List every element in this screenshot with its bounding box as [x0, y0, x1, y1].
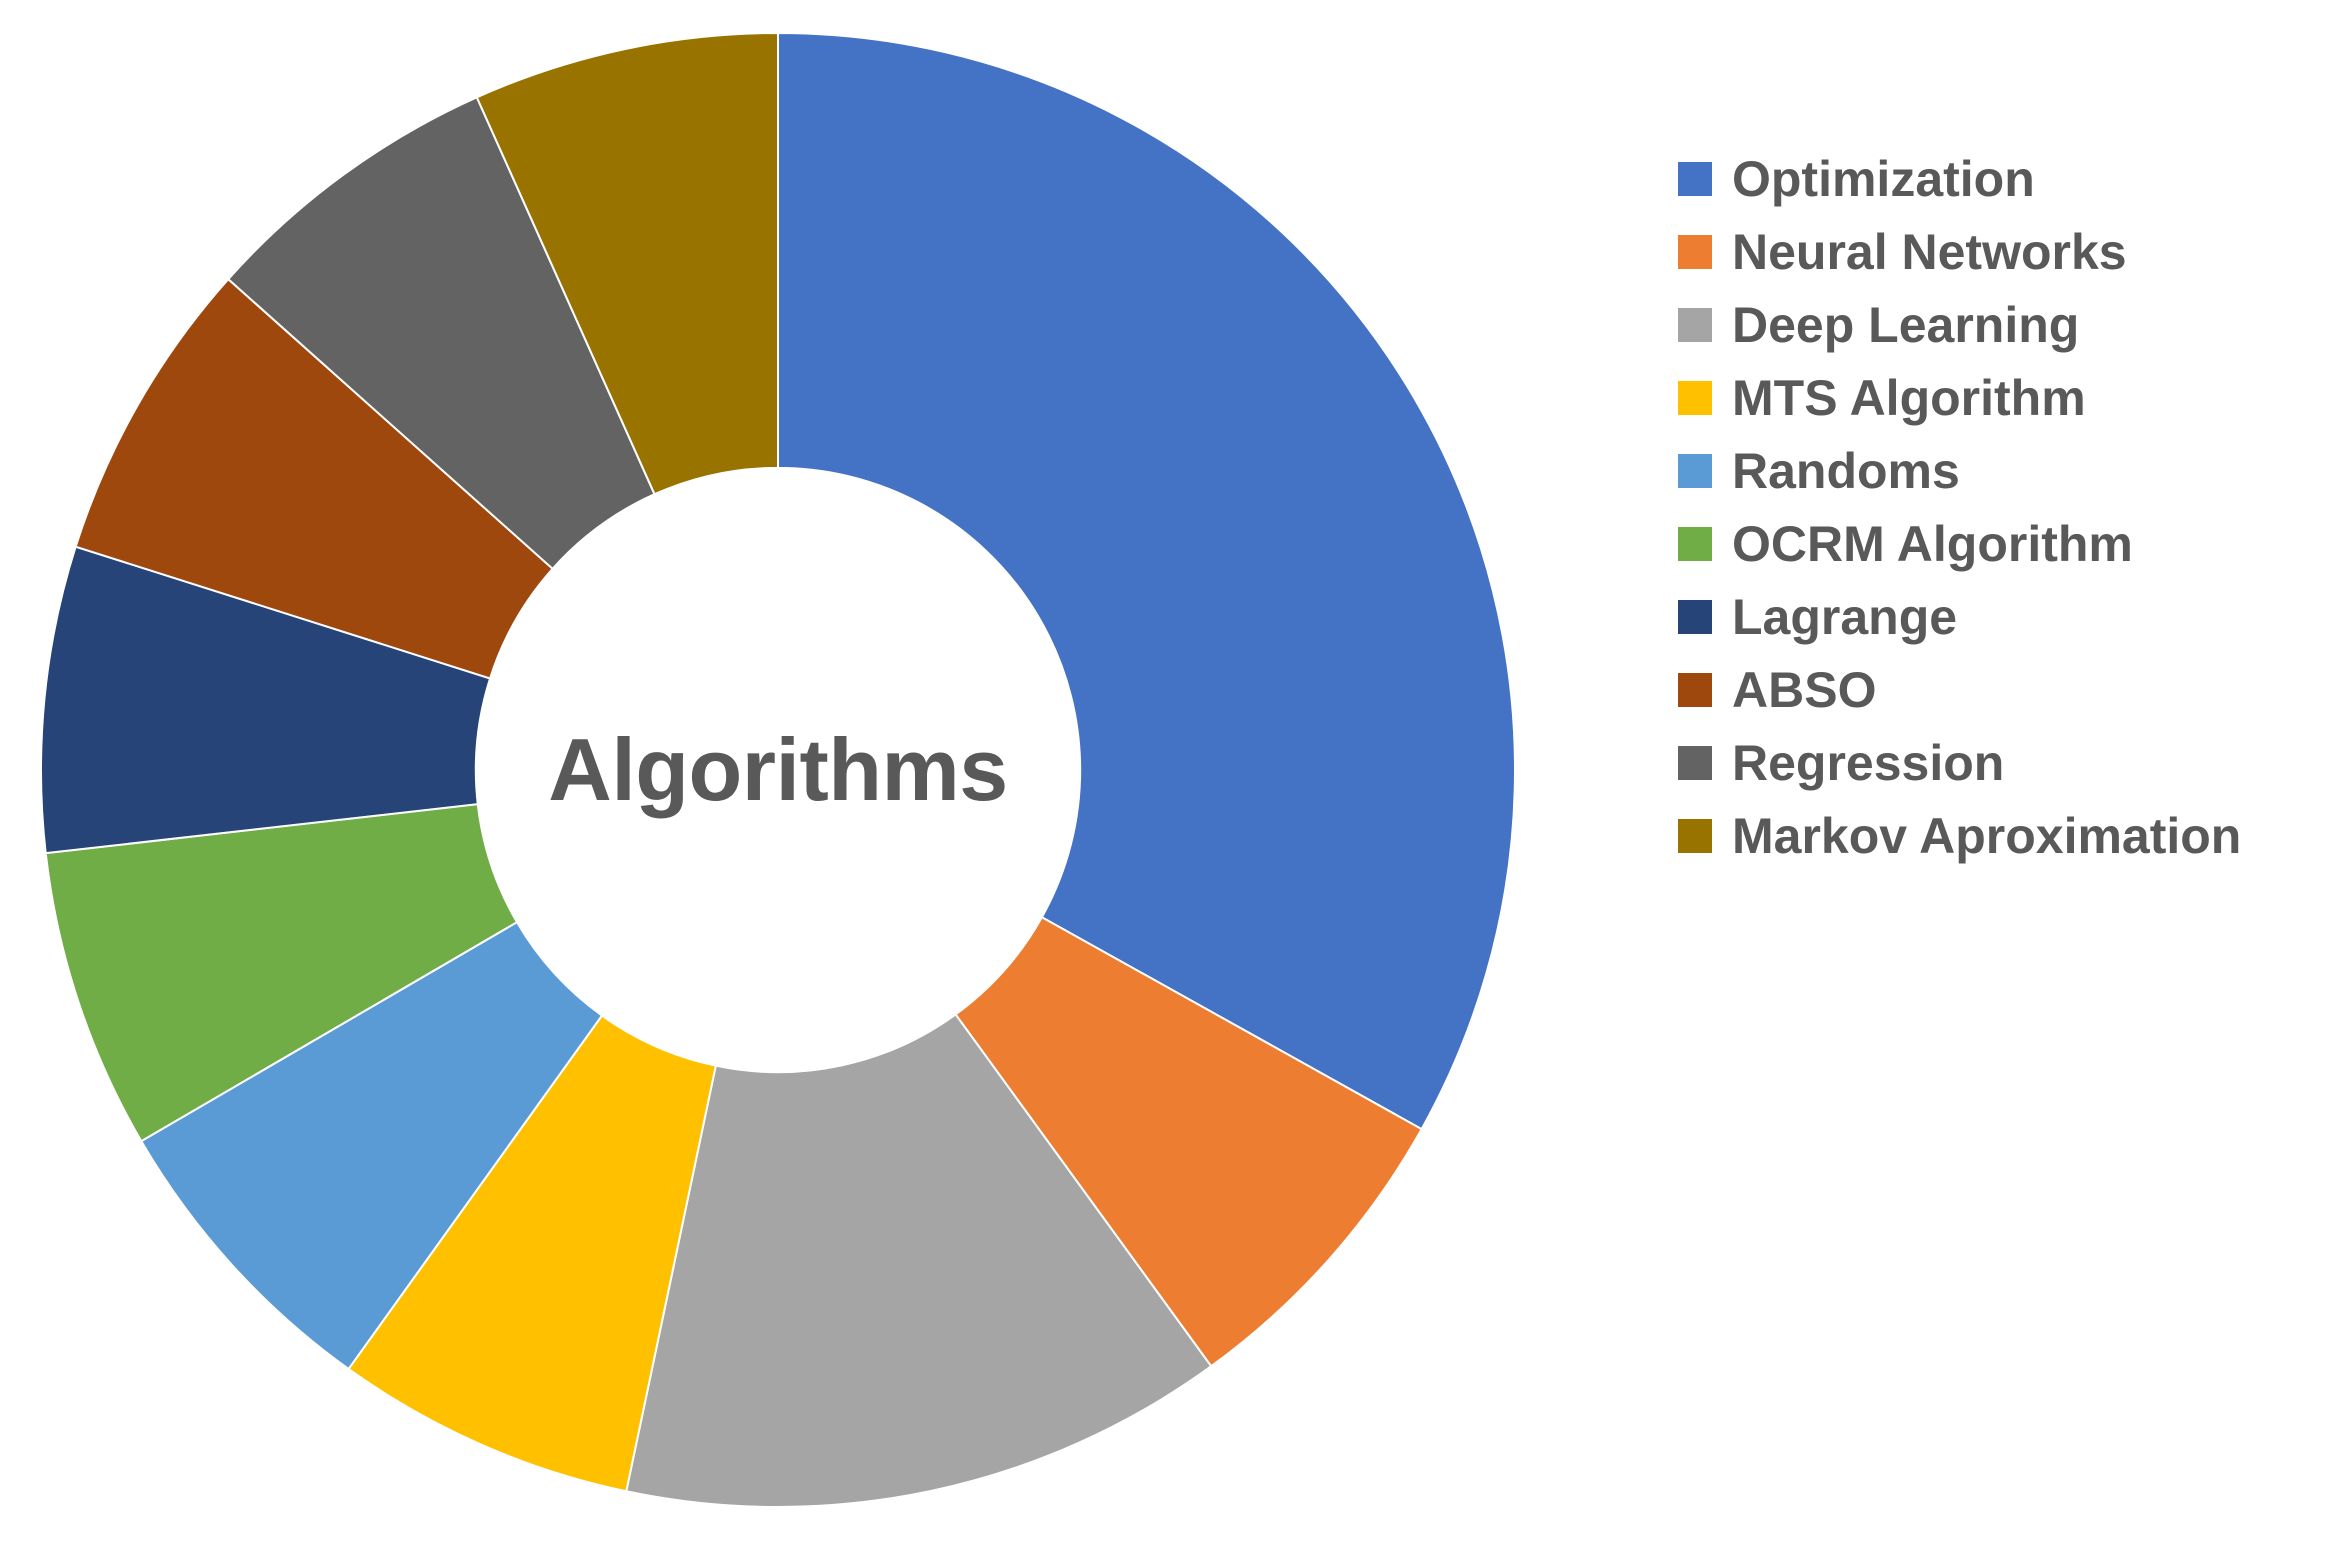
donut-slice-lagrange[interactable] [40, 545, 492, 855]
legend-swatch-icon [1678, 161, 1712, 196]
donut-slice-neural-networks[interactable] [954, 915, 1423, 1368]
legend-swatch-icon [1678, 453, 1712, 488]
legend-item-optimization[interactable]: Optimization [1678, 142, 2338, 215]
legend-item-label: ABSO [1732, 661, 1877, 718]
legend-swatch-icon [1678, 818, 1712, 853]
legend-item-markov-aproximation[interactable]: Markov Aproximation [1678, 799, 2338, 872]
legend-swatch-icon [1678, 672, 1712, 707]
legend-item-label: Optimization [1732, 150, 2035, 207]
legend-item-lagrange[interactable]: Lagrange [1678, 580, 2338, 653]
legend-item-ocrm-algorithm[interactable]: OCRM Algorithm [1678, 507, 2338, 580]
donut-slice-abso[interactable] [74, 277, 555, 680]
legend-swatch-icon [1678, 745, 1712, 780]
legend-swatch-icon [1678, 526, 1712, 561]
legend-item-label: Deep Learning [1732, 296, 2080, 353]
donut-slice-markov-aproximation[interactable] [475, 31, 779, 496]
donut-center-label: Algorithms [548, 720, 1008, 819]
legend-item-label: MTS Algorithm [1732, 369, 2086, 426]
legend-swatch-icon [1678, 599, 1712, 634]
donut-plot-area: Algorithms [40, 31, 1516, 1508]
donut-slice-deep-learning[interactable] [625, 1013, 1213, 1508]
legend-swatch-icon [1678, 234, 1712, 269]
legend-item-label: OCRM Algorithm [1732, 515, 2133, 572]
legend-item-label: Randoms [1732, 442, 1960, 499]
donut-slice-ocrm-algorithm[interactable] [44, 802, 519, 1143]
legend-item-label: Regression [1732, 734, 2005, 791]
donut-slice-optimization[interactable] [777, 31, 1516, 1131]
legend-item-randoms[interactable]: Randoms [1678, 434, 2338, 507]
donut-svg [40, 31, 1516, 1508]
donut-slice-randoms[interactable] [139, 920, 604, 1371]
legend-item-neural-networks[interactable]: Neural Networks [1678, 215, 2338, 288]
legend-item-deep-learning[interactable]: Deep Learning [1678, 288, 2338, 361]
donut-slice-regression[interactable] [226, 96, 656, 571]
legend-item-mts-algorithm[interactable]: MTS Algorithm [1678, 361, 2338, 434]
legend-item-label: Neural Networks [1732, 223, 2127, 280]
legend-item-regression[interactable]: Regression [1678, 726, 2338, 799]
legend-item-label: Lagrange [1732, 588, 1958, 645]
legend-swatch-icon [1678, 307, 1712, 342]
legend-swatch-icon [1678, 380, 1712, 415]
donut-slice-mts-algorithm[interactable] [347, 1014, 717, 1493]
legend-item-abso[interactable]: ABSO [1678, 653, 2338, 726]
legend-item-label: Markov Aproximation [1732, 807, 2242, 864]
